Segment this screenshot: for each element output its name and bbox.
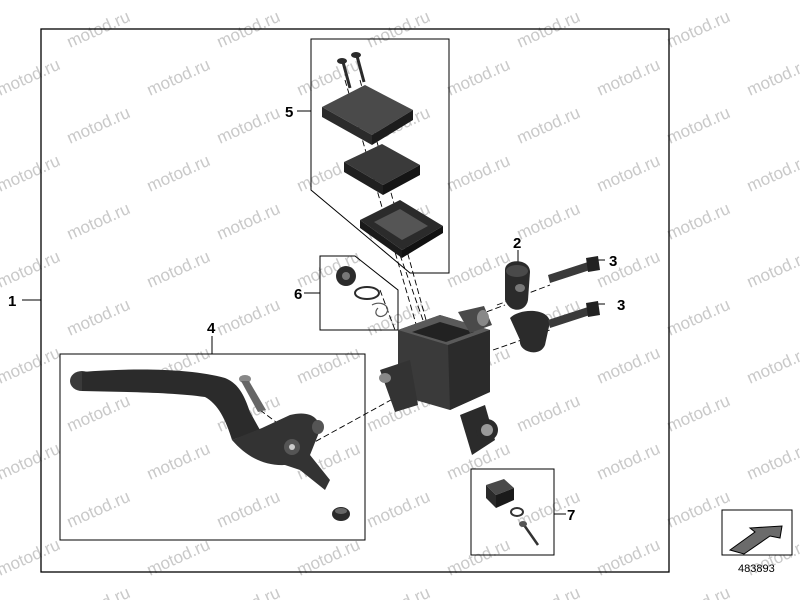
watermark-text: motod.ru <box>444 247 513 292</box>
watermark-text: motod.ru <box>214 199 283 244</box>
group-box-6 <box>319 255 399 331</box>
watermark-text: motod.ru <box>444 151 513 196</box>
adjuster-cap <box>332 507 350 521</box>
callout-2: 2 <box>513 235 521 252</box>
watermark-text: motod.ru <box>664 103 733 148</box>
watermark-text: motod.ru <box>744 0 800 4</box>
watermark-text: motod.ru <box>294 0 363 4</box>
watermark-text: motod.ru <box>294 343 363 388</box>
watermark-text: motod.ru <box>64 391 133 436</box>
watermark-text: motod.ru <box>594 535 663 580</box>
watermark-text: motod.ru <box>0 55 63 100</box>
watermark-text: motod.ru <box>144 247 213 292</box>
watermark-text: motod.ru <box>0 0 63 4</box>
watermark-text: motod.ru <box>514 199 583 244</box>
callout-7: 7 <box>567 507 575 524</box>
watermark-text: motod.ru <box>0 151 63 196</box>
watermark-text: motod.ru <box>744 247 800 292</box>
clamp-bolt <box>548 301 600 328</box>
switch-kit <box>486 479 540 546</box>
clutch-lever <box>70 369 330 490</box>
watermark-text: motod.ru <box>664 199 733 244</box>
watermark-text: motod.ru <box>514 583 583 600</box>
reference-id: 483893 <box>738 563 775 575</box>
watermark-text: motod.ru <box>64 487 133 532</box>
watermark-text: motod.ru <box>64 295 133 340</box>
group-box-5 <box>310 38 450 274</box>
watermark-text: motod.ru <box>664 7 733 52</box>
watermark-text: motod.ru <box>214 583 283 600</box>
watermark-text: motod.ru <box>664 295 733 340</box>
watermark-text: motod.ru <box>144 55 213 100</box>
watermark-text: motod.ru <box>594 343 663 388</box>
handlebar-clamp <box>505 261 550 353</box>
pivot-bolt <box>239 375 266 412</box>
callout-1: 1 <box>8 293 16 310</box>
watermark-text: motod.ru <box>444 535 513 580</box>
clamp-bolt <box>548 256 600 283</box>
watermark-text: motod.ru <box>594 439 663 484</box>
watermark-text: motod.ru <box>664 583 733 600</box>
watermark-text: motod.ru <box>514 103 583 148</box>
watermark-text: motod.ru <box>144 0 213 4</box>
rubber-boot-and-circlip <box>336 266 389 318</box>
screw <box>351 52 366 83</box>
callout-3: 3 <box>617 297 625 314</box>
watermark-text: motod.ru <box>594 247 663 292</box>
screw <box>337 58 352 89</box>
watermark-text: motod.ru <box>294 535 363 580</box>
watermark-text: motod.ru <box>594 151 663 196</box>
watermark-text: motod.ru <box>64 199 133 244</box>
watermark-text: motod.ru <box>744 439 800 484</box>
watermark-text: motod.ru <box>144 151 213 196</box>
group-box-7 <box>470 468 555 556</box>
watermark-text: motod.ru <box>0 247 63 292</box>
watermark-text: motod.ru <box>744 343 800 388</box>
watermark-text: motod.ru <box>214 103 283 148</box>
watermark-text: motod.ru <box>744 55 800 100</box>
watermark-text: motod.ru <box>64 103 133 148</box>
watermark-text: motod.ru <box>744 151 800 196</box>
watermark-text: motod.ru <box>664 391 733 436</box>
master-cylinder-body <box>379 306 498 455</box>
watermark-text: motod.ru <box>364 583 433 600</box>
watermark-text: motod.ru <box>214 295 283 340</box>
watermark-text: motod.ru <box>214 487 283 532</box>
watermark-text: motod.ru <box>514 391 583 436</box>
arrow-icon <box>728 525 783 555</box>
watermark-text: motod.ru <box>364 487 433 532</box>
watermark-text: motod.ru <box>0 439 63 484</box>
watermark-text: motod.ru <box>0 535 63 580</box>
watermark-text: motod.ru <box>64 583 133 600</box>
callout-4: 4 <box>207 320 216 337</box>
cap-plate <box>344 144 420 195</box>
cap-diaphragm <box>360 200 443 258</box>
watermark-text: motod.ru <box>444 55 513 100</box>
watermark-text: motod.ru <box>444 0 513 4</box>
orientation-arrow-badge <box>721 509 793 556</box>
watermark-text: motod.ru <box>594 0 663 4</box>
reservoir-cap-set <box>322 52 443 258</box>
callout-3: 3 <box>609 253 617 270</box>
watermark-text: motod.ru <box>144 439 213 484</box>
reservoir-cap <box>322 85 413 145</box>
callout-5: 5 <box>285 104 293 121</box>
callout-6: 6 <box>294 286 302 303</box>
watermark-text: motod.ru <box>144 535 213 580</box>
watermark-text: motod.ru <box>0 343 63 388</box>
watermark-text: motod.ru <box>594 55 663 100</box>
